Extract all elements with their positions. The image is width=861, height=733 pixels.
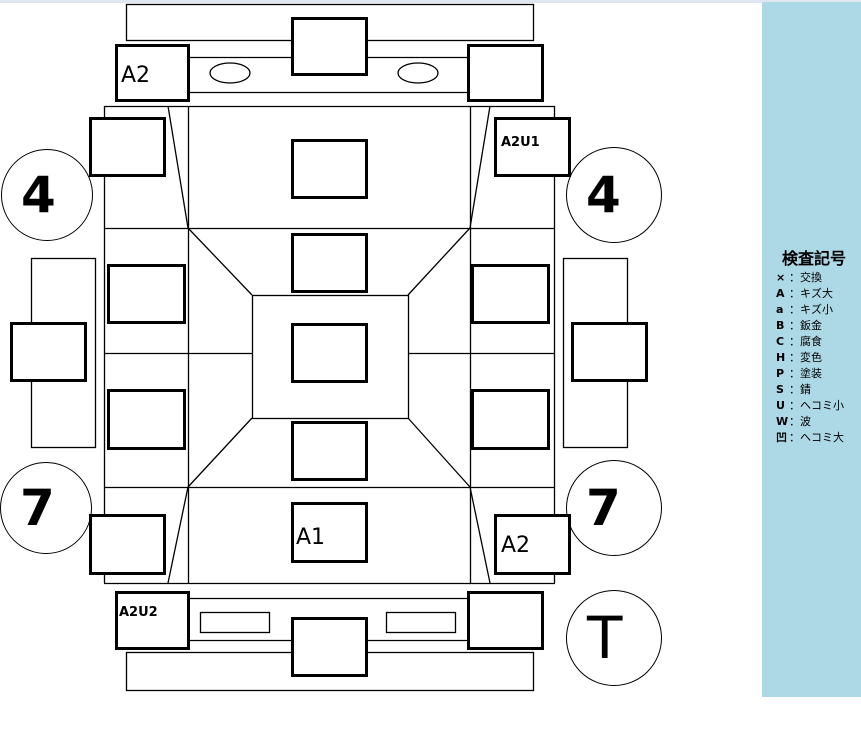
windshield-left-edge [187, 227, 253, 296]
legend-panel: 検査記号 ×：交換 A ：キズ大 a ：キズ小 B ：鈑金 C ：腐食 H：変色 P ：塗… [762, 2, 861, 697]
legend-label: ：キズ小 [789, 303, 833, 316]
legend-label: ：波 [789, 415, 811, 428]
legend-code: × [776, 271, 786, 284]
car-outline [30, 3, 629, 692]
panel-mirror-right[interactable] [571, 322, 648, 382]
legend-code: A [776, 287, 785, 300]
legend-code: B [776, 319, 785, 332]
panel-front-bumper-left[interactable]: A2 [115, 44, 190, 102]
headlight-right [397, 62, 439, 84]
taillight-left [199, 611, 271, 634]
front-pillar-left [167, 105, 189, 229]
headlight-left [209, 62, 251, 84]
panel-rear-bumper-right[interactable] [467, 591, 544, 650]
panel-front-fender-left[interactable] [89, 117, 166, 177]
panel-rear-door-left[interactable] [107, 389, 186, 450]
legend-label: ：腐食 [789, 335, 822, 348]
legend-code: H [776, 351, 786, 364]
circle-bottom-right-label: T [587, 604, 623, 672]
legend-list: ×：交換 A ：キズ大 a ：キズ小 B ：鈑金 C ：腐食 H：変色 P ：塗装 S ：錆… [776, 270, 844, 446]
panel-roof[interactable] [291, 323, 368, 383]
legend-item: B ：鈑金 [776, 318, 844, 334]
front-pillar-right [469, 105, 491, 229]
legend-code: C [776, 335, 785, 348]
circle-front-right: 4 [566, 147, 662, 243]
panel-rear-door-right[interactable] [471, 389, 550, 450]
legend-item: 凹：ヘコミ大 [776, 430, 844, 446]
rear-pillar-right [469, 486, 491, 584]
panel-rear-bumper-left-label: A2U2 [119, 605, 158, 620]
legend-label: ：ヘコミ大 [789, 431, 844, 444]
rear-pillar-left [167, 486, 189, 584]
circle-rear-left-label: 7 [20, 479, 55, 537]
circle-rear-right: 7 [566, 460, 662, 556]
legend-label: ：鈑金 [789, 319, 822, 332]
legend-item: H：変色 [776, 350, 844, 366]
legend-title: 検査記号 [782, 249, 847, 268]
rear-window-right-edge [407, 417, 471, 488]
circle-front-left: 4 [1, 149, 93, 241]
legend-code: W [776, 415, 789, 428]
panel-rear-bumper-center[interactable] [291, 617, 368, 677]
panel-trunk[interactable]: A1 [291, 502, 368, 563]
panel-rear-window[interactable] [291, 421, 368, 481]
circle-rear-left: 7 [0, 462, 92, 554]
taillight-right [385, 611, 457, 634]
legend-code: S [776, 383, 784, 396]
panel-front-bumper-left-label: A2 [121, 63, 151, 88]
panel-mirror-left[interactable] [10, 322, 87, 382]
legend-code: U [776, 399, 785, 412]
legend-item: ×：交換 [776, 270, 844, 286]
panel-front-fender-right[interactable]: A2U1 [494, 117, 571, 177]
legend-label: ：変色 [789, 351, 822, 364]
panel-trunk-label: A1 [296, 525, 326, 550]
top-strip [0, 0, 861, 3]
legend-code: P [776, 367, 785, 380]
panel-rear-fender-right[interactable]: A2 [494, 514, 571, 575]
legend-item: U ：ヘコミ小 [776, 398, 844, 414]
panel-windshield[interactable] [291, 233, 368, 293]
legend-item: C ：腐食 [776, 334, 844, 350]
rear-window-left-edge [187, 417, 253, 488]
legend-label: ：交換 [789, 271, 822, 284]
legend-item: P ：塗装 [776, 366, 844, 382]
legend-label: ：錆 [789, 383, 811, 396]
panel-hood[interactable] [291, 139, 368, 199]
legend-code: a [776, 303, 784, 316]
panel-rear-fender-right-label: A2 [501, 533, 531, 558]
legend-label: ：塗装 [789, 367, 822, 380]
legend-item: S ：錆 [776, 382, 844, 398]
circle-front-left-label: 4 [21, 166, 56, 224]
panel-front-door-right[interactable] [471, 264, 550, 324]
panel-front-bumper-center[interactable] [291, 17, 368, 76]
circle-rear-right-label: 7 [586, 479, 621, 537]
legend-code: 凹 [776, 431, 787, 444]
panel-front-bumper-right[interactable] [467, 44, 544, 102]
legend-label: ：ヘコミ小 [789, 399, 844, 412]
legend-label: ：キズ大 [789, 287, 833, 300]
legend-item: a ：キズ小 [776, 302, 844, 318]
legend-item: W：波 [776, 414, 844, 430]
legend-item: A ：キズ大 [776, 286, 844, 302]
panel-front-door-left[interactable] [107, 264, 186, 324]
panel-rear-bumper-left[interactable]: A2U2 [115, 591, 190, 650]
roof-outline [251, 294, 410, 420]
circle-front-right-label: 4 [586, 166, 621, 224]
panel-rear-fender-left[interactable] [89, 514, 166, 575]
circle-bottom-right: T [566, 590, 662, 686]
panel-front-fender-right-label: A2U1 [501, 135, 540, 150]
windshield-right-edge [407, 227, 471, 296]
